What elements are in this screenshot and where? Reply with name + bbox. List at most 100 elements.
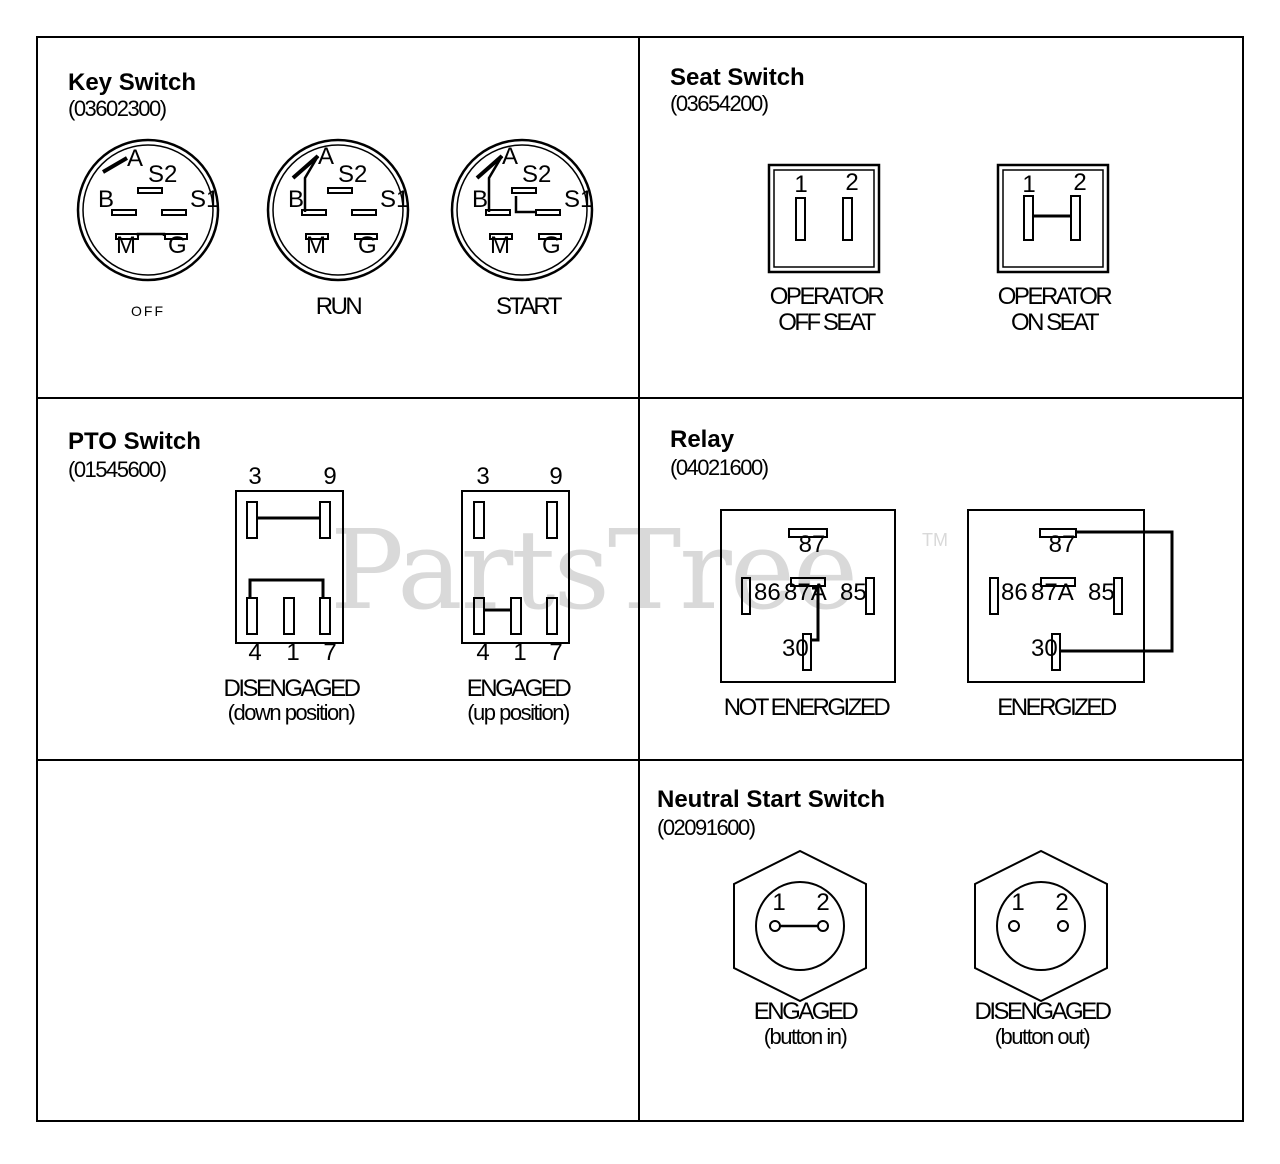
position-run-label: RUN	[316, 293, 362, 320]
terminal-g-blade	[538, 233, 562, 240]
switch-inner-body	[1002, 169, 1104, 268]
connection-30-87a	[811, 586, 820, 642]
seat-switch-on-seat: 1 2 OPERATOR ON SEAT	[996, 163, 1115, 336]
pin-1-blade	[1023, 195, 1034, 241]
pin-87-blade	[788, 528, 828, 538]
pin-9-blade	[319, 501, 331, 539]
engaged-label: ENGAGED	[754, 998, 859, 1025]
on-seat-label-line1: OPERATOR	[998, 283, 1113, 310]
start-connection-b	[487, 155, 504, 212]
hex-body	[733, 849, 867, 1003]
pin-86-blade	[989, 577, 999, 615]
on-seat-label-line2: ON SEAT	[1011, 309, 1100, 336]
terminal-b-label: B	[98, 186, 114, 213]
key-inner-ring	[456, 144, 588, 276]
pin-87a-label: 87A	[784, 579, 827, 606]
pin-85-label: 85	[840, 579, 867, 606]
pin-4-blade	[473, 597, 485, 635]
terminal-s2-blade	[327, 187, 353, 194]
pin-2-contact	[1057, 920, 1069, 932]
key-switch-start: A S2 B S1 M G START	[450, 138, 594, 320]
relay-not-energized: 87 86 87A 85 30 NOT ENERGIZED	[720, 509, 896, 721]
switch-outer-body	[767, 163, 881, 274]
terminal-s1-blade	[351, 209, 377, 216]
disengaged-label: DISENGAGED	[223, 675, 360, 702]
neutral-switch-disengaged: 1 2 DISENGAGED (button out)	[974, 849, 1114, 1049]
terminal-g-blade	[354, 233, 378, 240]
button-ring	[996, 881, 1086, 971]
key-switch-panel: Key Switch (03602300) A S2 B S1 M G OFF	[68, 69, 593, 320]
relay-energized: 87 86 87A 85 30 ENERGIZED	[967, 509, 1174, 721]
pin-2-label: 2	[845, 169, 858, 196]
pin-2-label: 2	[816, 889, 829, 916]
pto-body	[235, 490, 344, 644]
position-off-label: OFF	[131, 303, 165, 319]
watermark-text: PartsTree	[330, 506, 856, 634]
position-start-label: START	[496, 293, 563, 320]
terminal-g-label: G	[168, 232, 187, 259]
terminal-s2-blade	[137, 187, 163, 194]
pin-86-label: 86	[1001, 579, 1028, 606]
connection-30-87	[1060, 530, 1174, 653]
pin-9-blade	[546, 501, 558, 539]
terminal-b-blade	[301, 209, 327, 216]
pin-87-label: 87	[799, 531, 826, 558]
pin-30-label: 30	[782, 635, 809, 662]
neutral-switch-part-number: (02091600)	[657, 815, 755, 840]
pin-30-label: 30	[1031, 635, 1058, 662]
pin-30-blade	[802, 633, 812, 671]
pin-2-blade	[1070, 195, 1081, 241]
key-switch-off: A S2 B S1 M G OFF	[76, 138, 219, 319]
terminal-b-blade	[485, 209, 511, 216]
neutral-switch-panel: Neutral Start Switch (02091600) 1 2 ENGA…	[657, 786, 1114, 1049]
connection-4-7	[248, 578, 325, 598]
terminal-m-label: M	[116, 232, 136, 259]
pin-87a-blade	[1040, 577, 1076, 587]
pin-87-label: 87	[1049, 531, 1076, 558]
pin-3-blade	[246, 501, 258, 539]
pto-switch-disengaged: 3 9 4 1 7 DISENGAGED (down position)	[223, 463, 363, 725]
pin-86-label: 86	[754, 579, 781, 606]
relay-part-number: (04021600)	[670, 455, 768, 480]
terminal-a-blade	[475, 154, 504, 180]
pin-85-blade	[865, 577, 875, 615]
pin-2-label: 2	[1073, 169, 1086, 196]
relay-body	[720, 509, 896, 683]
terminal-g-label: G	[358, 232, 377, 259]
pto-switch-part-number: (01545600)	[68, 457, 166, 482]
pto-switch-engaged: 3 9 4 1 7 ENGAGED (up position)	[461, 463, 574, 725]
pin-7-blade	[546, 597, 558, 635]
terminal-s2-blade	[511, 187, 537, 194]
pin-4-label: 4	[248, 639, 261, 666]
terminal-b-blade	[111, 209, 137, 216]
pin-87a-label: 87A	[1031, 579, 1074, 606]
key-outer-ring	[450, 138, 594, 282]
pin-2-contact	[817, 920, 829, 932]
pin-1-label: 1	[286, 639, 299, 666]
button-ring	[755, 881, 845, 971]
engaged-sublabel: (up position)	[467, 700, 569, 725]
terminal-s2-label: S2	[522, 161, 551, 188]
pin-1-label: 1	[1011, 889, 1024, 916]
engaged-label: ENGAGED	[467, 675, 572, 702]
relay-body	[967, 509, 1145, 683]
pin-3-label: 3	[476, 463, 489, 490]
terminal-s1-label: S1	[564, 186, 593, 213]
pin-85-blade	[1113, 577, 1123, 615]
pin-7-label: 7	[323, 639, 336, 666]
terminal-a-blade	[101, 156, 129, 174]
terminal-m-blade	[489, 233, 513, 240]
pin-4-blade	[246, 597, 258, 635]
engaged-sublabel: (button in)	[764, 1024, 847, 1049]
pin-3-blade	[473, 501, 485, 539]
terminal-s1-blade	[535, 209, 561, 216]
terminal-m-blade	[115, 233, 139, 240]
pin-7-blade	[319, 597, 331, 635]
terminal-s2-label: S2	[338, 161, 367, 188]
terminal-a-blade	[291, 154, 320, 180]
terminal-s2-label: S2	[148, 161, 177, 188]
terminal-g-blade	[164, 233, 188, 240]
key-inner-ring	[82, 144, 214, 276]
disengaged-sublabel: (down position)	[228, 700, 355, 725]
